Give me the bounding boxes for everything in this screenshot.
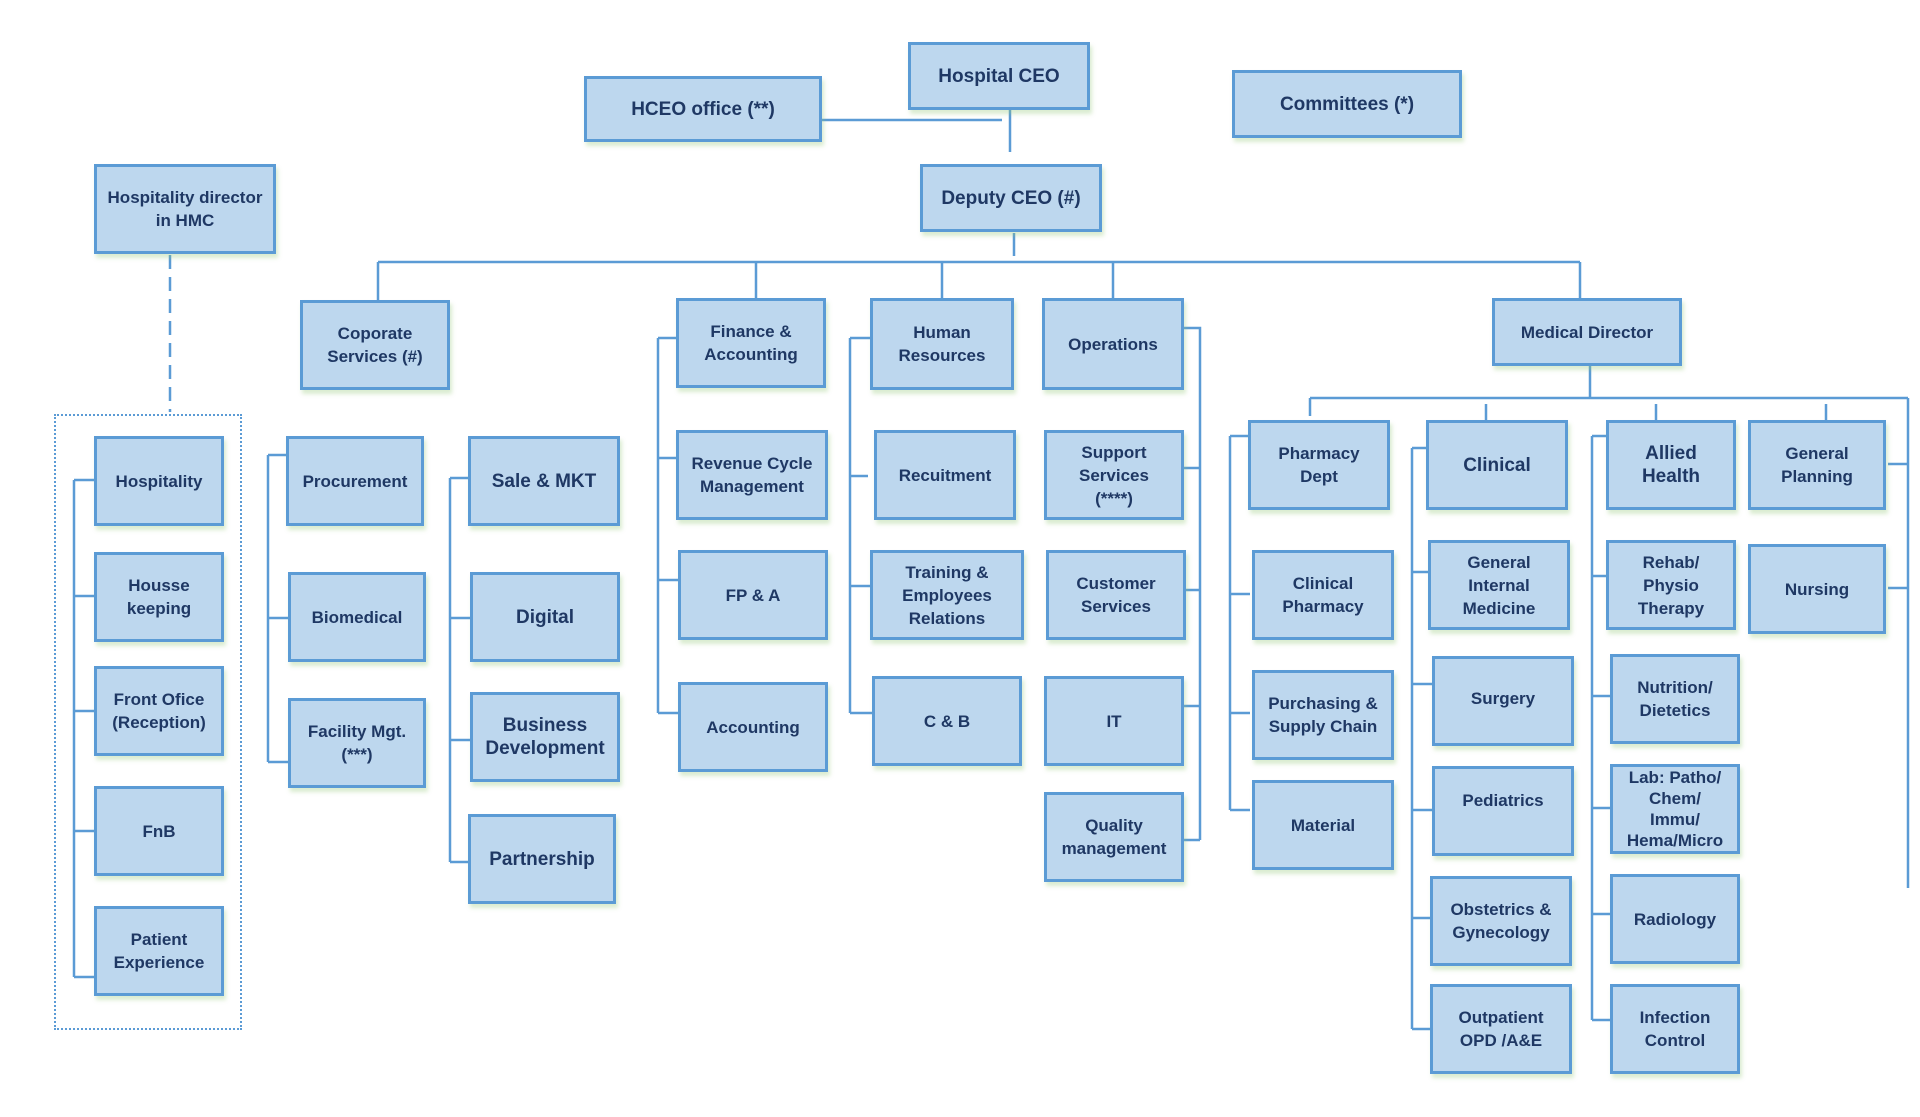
node-committees[interactable]: Committees (*) (1232, 70, 1462, 138)
connector-operations (1184, 326, 1202, 842)
node-revenue-cycle[interactable]: Revenue Cycle Management (676, 430, 828, 520)
node-hceo-office[interactable]: HCEO office (**) (584, 76, 822, 142)
node-surgery[interactable]: Surgery (1432, 656, 1574, 746)
connector-hr (848, 336, 872, 715)
node-operations[interactable]: Operations (1042, 298, 1184, 390)
node-deputy-ceo[interactable]: Deputy CEO (#) (920, 164, 1102, 232)
node-accounting[interactable]: Accounting (678, 682, 828, 772)
node-medical-director[interactable]: Medical Director (1492, 298, 1682, 366)
node-rehab-physio[interactable]: Rehab/ Physio Therapy (1606, 540, 1736, 630)
node-radiology[interactable]: Radiology (1610, 874, 1740, 964)
connector-corporate-col2 (448, 476, 472, 864)
node-digital[interactable]: Digital (470, 572, 620, 662)
node-pediatrics[interactable]: Pediatrics (1432, 766, 1574, 856)
node-training-relations[interactable]: Training & Employees Relations (870, 550, 1024, 640)
node-pharmacy-dept[interactable]: Pharmacy Dept (1248, 420, 1390, 510)
node-front-office[interactable]: Front Ofice (Reception) (94, 666, 224, 756)
node-outpatient[interactable]: Outpatient OPD /A&E (1430, 984, 1572, 1074)
node-nutrition-dietetics[interactable]: Nutrition/ Dietetics (1610, 654, 1740, 744)
node-fnb[interactable]: FnB (94, 786, 224, 876)
hospitality-dotted-group (54, 414, 242, 1030)
node-housekeeping[interactable]: Housse keeping (94, 552, 224, 642)
node-corporate-services[interactable]: Coporate Services (#) (300, 300, 450, 390)
node-clinical-pharmacy[interactable]: Clinical Pharmacy (1252, 550, 1394, 640)
node-quality-management[interactable]: Quality management (1044, 792, 1184, 882)
node-it[interactable]: IT (1044, 676, 1184, 766)
node-support-services[interactable]: Support Services (****) (1044, 430, 1184, 520)
node-infection-control[interactable]: Infection Control (1610, 984, 1740, 1074)
connector-clinical (1410, 446, 1434, 1031)
node-human-resources[interactable]: Human Resources (870, 298, 1014, 390)
node-general-internal-medicine[interactable]: General Internal Medicine (1428, 540, 1570, 630)
connector-allied (1590, 434, 1614, 1022)
node-general-planning[interactable]: General Planning (1748, 420, 1886, 510)
node-recruitment[interactable]: Recuitment (874, 430, 1016, 520)
node-allied-health[interactable]: Allied Health (1606, 420, 1736, 510)
node-patient-experience[interactable]: Patient Experience (94, 906, 224, 996)
connector-medical-bus (1308, 366, 1910, 888)
node-customer-services[interactable]: Customer Services (1046, 550, 1186, 640)
node-biomedical[interactable]: Biomedical (288, 572, 426, 662)
node-sale-mkt[interactable]: Sale & MKT (468, 436, 620, 526)
node-hospital-ceo[interactable]: Hospital CEO (908, 42, 1090, 110)
node-facility-mgt[interactable]: Facility Mgt. (***) (288, 698, 426, 788)
connector-deputy-bus (376, 233, 1582, 300)
node-nursing[interactable]: Nursing (1748, 544, 1886, 634)
node-partnership[interactable]: Partnership (468, 814, 616, 904)
node-obstetrics-gynecology[interactable]: Obstetrics & Gynecology (1430, 876, 1572, 966)
node-lab[interactable]: Lab: Patho/ Chem/ Immu/ Hema/Micro (1610, 764, 1740, 854)
node-fp-a[interactable]: FP & A (678, 550, 828, 640)
node-material[interactable]: Material (1252, 780, 1394, 870)
node-purchasing-supply[interactable]: Purchasing & Supply Chain (1252, 670, 1394, 760)
node-c-b[interactable]: C & B (872, 676, 1022, 766)
connector-corporate-col1 (266, 453, 290, 764)
node-business-development[interactable]: Business Development (470, 692, 620, 782)
node-procurement[interactable]: Procurement (286, 436, 424, 526)
connector-hospitality-tree (72, 478, 94, 979)
node-hospitality[interactable]: Hospitality (94, 436, 224, 526)
node-hospitality-director[interactable]: Hospitality director in HMC (94, 164, 276, 254)
node-clinical[interactable]: Clinical (1426, 420, 1568, 510)
connector-pharmacy (1228, 434, 1250, 812)
node-finance-accounting[interactable]: Finance & Accounting (676, 298, 826, 388)
connector-finance (656, 336, 680, 715)
